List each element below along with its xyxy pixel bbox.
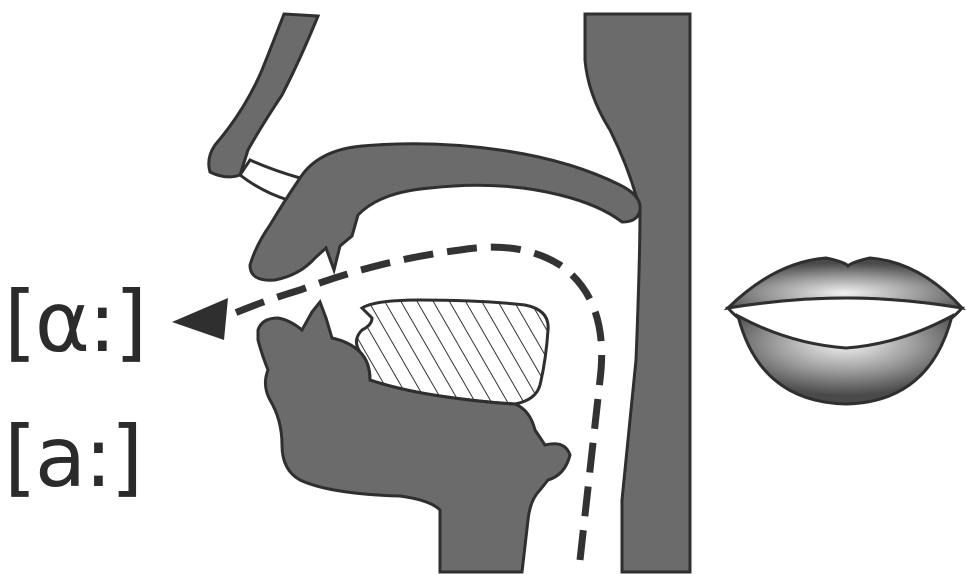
palate-upper-jaw (250, 144, 640, 280)
lips-icon (728, 258, 962, 404)
nose (209, 14, 318, 177)
pharynx-wall (585, 14, 690, 572)
airflow-arrow-icon (172, 298, 228, 340)
vowel-label-front: [a:] (4, 415, 141, 499)
vowel-label-back: [α:] (4, 280, 145, 364)
